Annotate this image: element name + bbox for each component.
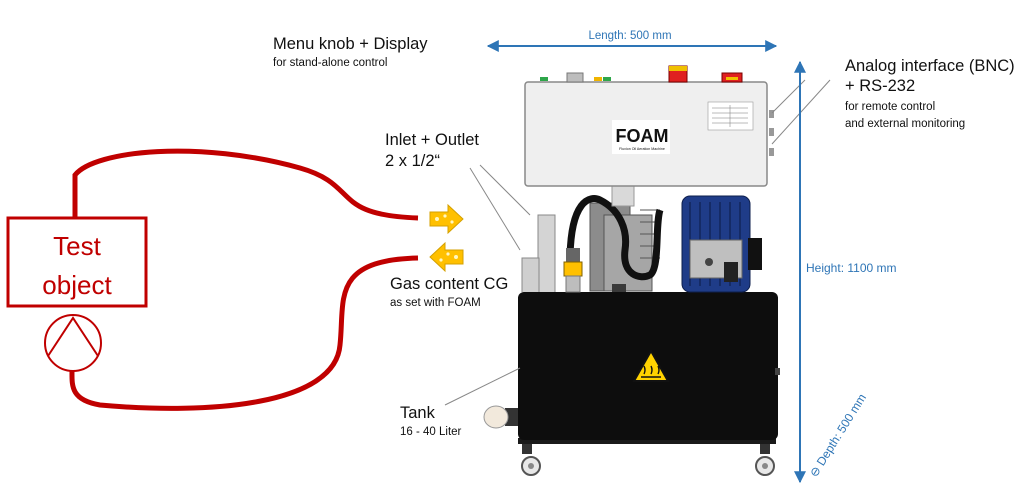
brand-subtitle: Fluxion Oil Aeration Machine	[619, 147, 665, 151]
analog-interface-title-1: Analog interface (BNC)	[845, 57, 1015, 75]
led-green-2	[603, 77, 611, 81]
flow-out-arrow-icon	[429, 203, 464, 235]
gas-content-subtitle: as set with FOAM	[390, 297, 481, 309]
motor	[681, 195, 762, 293]
menu-knob-title: Menu knob + Display	[273, 35, 428, 53]
length-label: Length: 500 mm	[588, 30, 671, 42]
test-object-label-line2: object	[42, 270, 112, 300]
analog-interface-title-2: + RS-232	[845, 77, 915, 95]
brand-logo-text: FOAM	[616, 126, 669, 146]
gas-content-title: Gas content CG	[390, 275, 508, 293]
hose	[566, 195, 664, 281]
inlet-outlet-title-1: Inlet + Outlet	[385, 131, 479, 149]
top-controls	[540, 65, 743, 83]
inlet-outlet-pipes	[521, 214, 556, 292]
menu-knob-subtitle: for stand-alone control	[273, 57, 387, 69]
test-object-box	[6, 216, 148, 308]
tank-subtitle: 16 - 40 Liter	[400, 426, 462, 438]
wheel-left	[521, 440, 541, 476]
test-object-label-line1: Test	[53, 231, 101, 261]
test-loop: Test object	[6, 148, 419, 411]
foam-machine: FOAM Fluxion Oil Aeration Machine	[483, 65, 780, 476]
wheel-right	[755, 440, 775, 476]
led-green-1	[540, 77, 548, 81]
outlet-pipe-line	[69, 255, 419, 411]
led-yellow	[594, 77, 602, 81]
column	[611, 185, 635, 207]
analog-interface-sub-1: for remote control	[845, 101, 935, 113]
pump-symbol-icon	[44, 314, 102, 372]
analog-interface-sub-2: and external monitoring	[845, 118, 965, 130]
depth-label: ⊖ Depth: 500 mm	[807, 391, 869, 479]
tank-title: Tank	[400, 404, 436, 422]
frame-base	[518, 438, 776, 444]
spec-label	[707, 101, 754, 131]
height-label: Height: 1100 mm	[806, 261, 897, 275]
inlet-outlet-title-2: 2 x 1/2“	[385, 152, 440, 170]
flow-in-arrow-icon	[429, 241, 464, 273]
inlet-pipe-line	[72, 148, 419, 221]
hot-surface-warning-icon	[632, 348, 670, 382]
gas-sensor	[563, 248, 583, 293]
menu-knob	[566, 72, 584, 83]
